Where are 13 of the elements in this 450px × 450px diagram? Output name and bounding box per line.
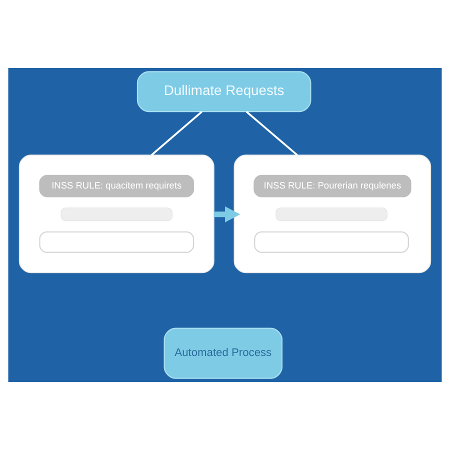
cluster xyxy=(18,154,214,274)
connector xyxy=(150,111,202,156)
node-box xyxy=(39,231,194,253)
arrow xyxy=(214,206,240,222)
cluster xyxy=(234,154,432,274)
connector xyxy=(246,111,298,156)
node-bar xyxy=(60,208,172,222)
node-box xyxy=(254,231,409,253)
node-box: Dullimate Requests xyxy=(136,71,312,112)
node-box: INSS RULE: Pourerian requlenes xyxy=(254,174,412,198)
node-bar xyxy=(276,208,388,222)
node-box: Automated Process xyxy=(164,328,283,379)
node-box: INSS RULE: quacitem requirets xyxy=(39,174,194,198)
